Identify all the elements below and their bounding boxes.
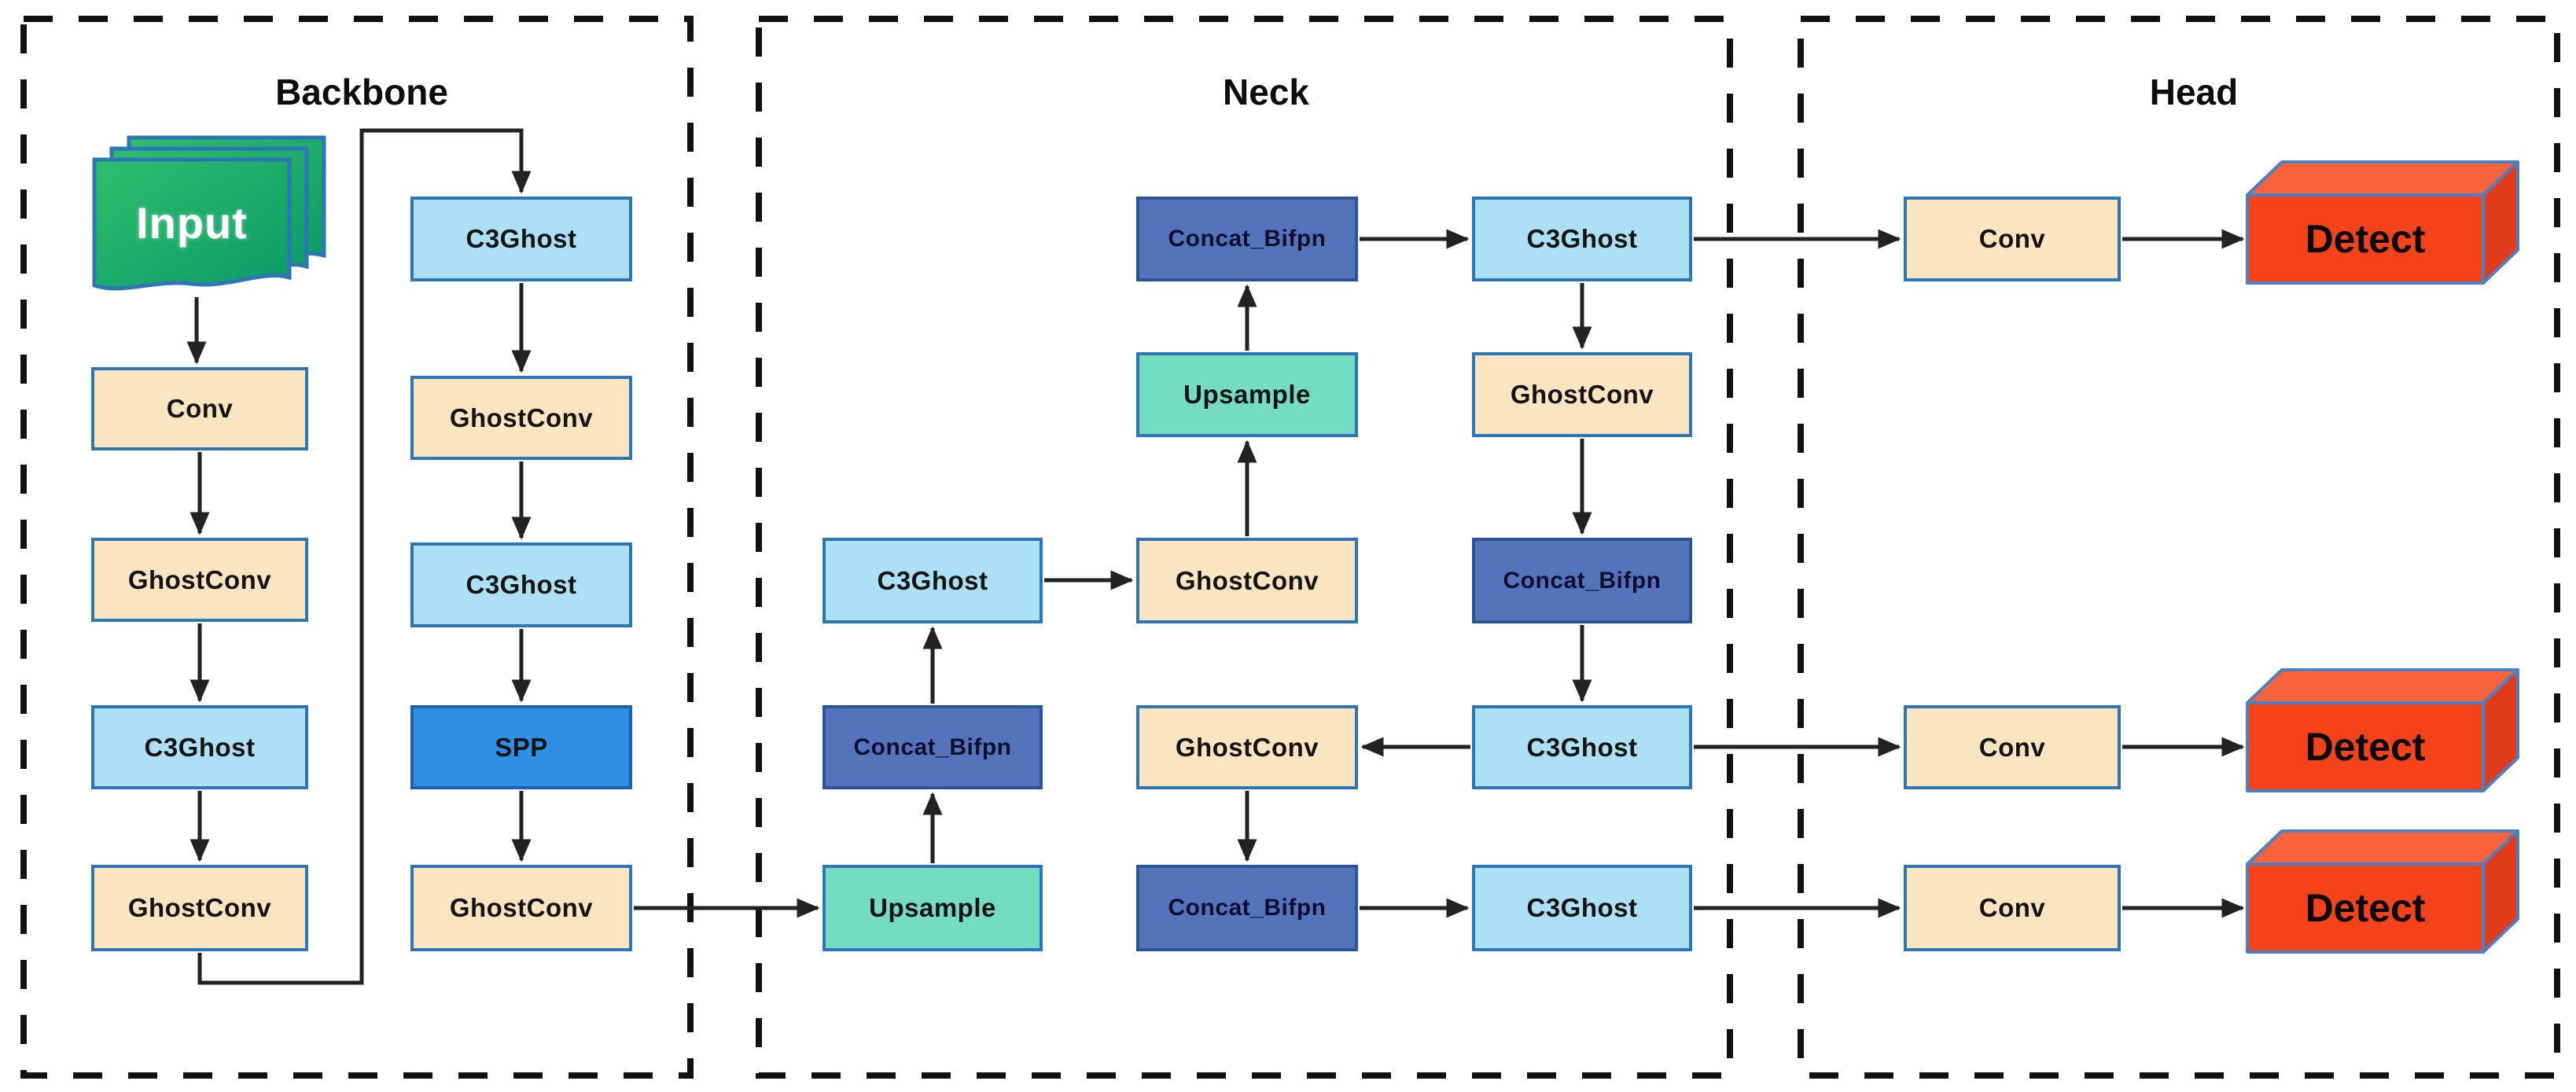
detect-1-front-face (2246, 193, 2485, 285)
head-detect-2-label: Detect (2305, 725, 2426, 769)
detect-3-top-face (2246, 829, 2519, 866)
neck-upsample-2: Upsample (1136, 352, 1358, 437)
head-detect-3-label: Detect (2305, 886, 2426, 930)
backbone-title: Backbone (275, 72, 448, 112)
head-detect-1-label: Detect (2305, 217, 2426, 261)
backbone-ghostconv-4: GhostConv (410, 865, 632, 951)
detect-1-top-face (2246, 160, 2519, 197)
detect-2-front-face (2246, 701, 2485, 792)
input-stack-label: Input (136, 197, 248, 248)
input-stack-icon (92, 135, 326, 291)
neck-boundary (756, 16, 1733, 1079)
head-conv-2: Conv (1904, 705, 2121, 789)
detect-3-front-face (2246, 862, 2485, 954)
backbone-c3ghost-2: C3Ghost (410, 197, 632, 281)
neck-c3ghost-1: C3Ghost (822, 538, 1043, 623)
head-conv-3: Conv (1904, 865, 2121, 951)
detect-box-3 (2246, 829, 2519, 954)
backbone-ghostconv-2: GhostConv (91, 865, 308, 951)
neck-ghostconv-3: GhostConv (1472, 352, 1692, 437)
backbone-ghostconv-1: GhostConv (91, 538, 308, 622)
backbone-spp: SPP (410, 705, 632, 789)
neck-ghostconv-2: GhostConv (1136, 705, 1358, 789)
backbone-c3ghost-3: C3Ghost (410, 542, 632, 627)
detect-box-1 (2246, 160, 2519, 285)
detect-2-top-face (2246, 668, 2519, 704)
neck-title: Neck (1223, 72, 1309, 112)
arrow-backbone-loop (197, 128, 532, 985)
detect-cuboids (2246, 160, 2519, 954)
connector-arrows (186, 128, 2245, 985)
backbone-c3ghost-1: C3Ghost (91, 705, 308, 789)
backbone-conv: Conv (91, 367, 308, 450)
head-title: Head (2149, 72, 2239, 112)
input-page-front (92, 157, 292, 291)
neck-concat-bifpn-1: Concat_Bifpn (822, 705, 1043, 789)
neck-concat-bifpn-2: Concat_Bifpn (1136, 197, 1358, 281)
neck-concat-bifpn-3: Concat_Bifpn (1136, 865, 1358, 951)
head-conv-1: Conv (1904, 197, 2121, 281)
detect-box-2 (2246, 668, 2519, 792)
backbone-boundary (20, 16, 694, 1079)
head-boundary (1798, 16, 2560, 1079)
backbone-ghostconv-3: GhostConv (410, 376, 632, 460)
neck-concat-bifpn-4: Concat_Bifpn (1472, 538, 1692, 623)
neck-c3ghost-4: C3Ghost (1472, 865, 1692, 951)
neck-c3ghost-2: C3Ghost (1472, 197, 1692, 281)
neck-c3ghost-3: C3Ghost (1472, 705, 1692, 789)
neck-upsample-1: Upsample (822, 865, 1043, 951)
neck-ghostconv-1: GhostConv (1136, 538, 1358, 623)
